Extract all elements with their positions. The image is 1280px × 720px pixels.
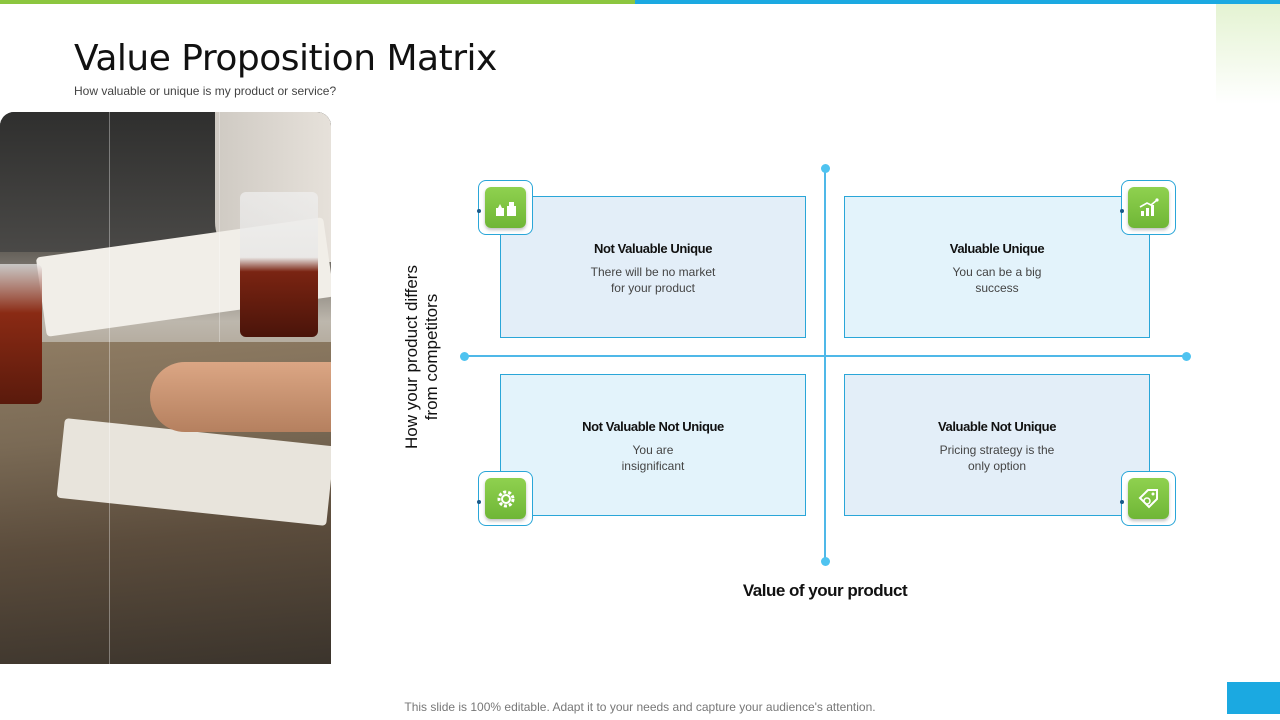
corner-decoration [1216, 4, 1280, 104]
quadrant-title: Valuable Unique [949, 241, 1045, 256]
quadrant-icon-frame [1121, 471, 1176, 526]
quadrant-title: Valuable Not Unique [937, 419, 1057, 434]
quadrant-description: You can be a big success [952, 265, 1042, 295]
footer-note: This slide is 100% editable. Adapt it to… [404, 700, 876, 714]
top-accent-bar-blue [635, 0, 1280, 4]
shop-boxes-icon [485, 187, 526, 228]
price-tag-icon [1128, 478, 1169, 519]
x-axis-label: Value of your product [742, 581, 908, 600]
photo-divider-line [109, 112, 110, 664]
axis-end-dot-left [460, 352, 469, 361]
quadrant-not-valuable-unique: Not Valuable Unique There will be no mar… [500, 196, 806, 338]
slide-title: Value Proposition Matrix [74, 38, 497, 79]
quadrant-description: Pricing strategy is the only option [939, 443, 1055, 473]
horizontal-axis [464, 355, 1186, 357]
connector-dot [1120, 500, 1124, 504]
top-accent-bar-green [0, 0, 635, 4]
quadrant-valuable-unique: Valuable Unique You can be a big success [844, 196, 1150, 338]
quadrant-not-valuable-not-unique: Not Valuable Not Unique You are insignif… [500, 374, 806, 516]
photo-glass [240, 192, 318, 337]
connector-dot [1120, 209, 1124, 213]
quadrant-title: Not Valuable Not Unique [582, 419, 724, 434]
axis-end-dot-bottom [821, 557, 830, 566]
photo-jar [0, 264, 42, 404]
vertical-axis [824, 168, 826, 562]
workspace-photo [0, 112, 331, 664]
connector-dot [477, 500, 481, 504]
connector-dot [477, 209, 481, 213]
axis-end-dot-right [1182, 352, 1191, 361]
gear-icon [485, 478, 526, 519]
quadrant-description: There will be no market for your product [590, 265, 716, 295]
photo-divider-line [219, 112, 220, 342]
axis-end-dot-top [821, 164, 830, 173]
quadrant-description: You are insignificant [621, 443, 685, 473]
photo-hand [150, 362, 331, 432]
quadrant-icon-frame [1121, 180, 1176, 235]
quadrant-valuable-not-unique: Valuable Not Unique Pricing strategy is … [844, 374, 1150, 516]
slide-subtitle: How valuable or unique is my product or … [74, 84, 337, 98]
corner-accent-block [1227, 682, 1280, 714]
quadrant-title: Not Valuable Unique [593, 241, 713, 256]
growth-chart-icon [1128, 187, 1169, 228]
y-axis-label: How your product differs from competitor… [402, 265, 441, 449]
quadrant-icon-frame [478, 471, 533, 526]
quadrant-icon-frame [478, 180, 533, 235]
